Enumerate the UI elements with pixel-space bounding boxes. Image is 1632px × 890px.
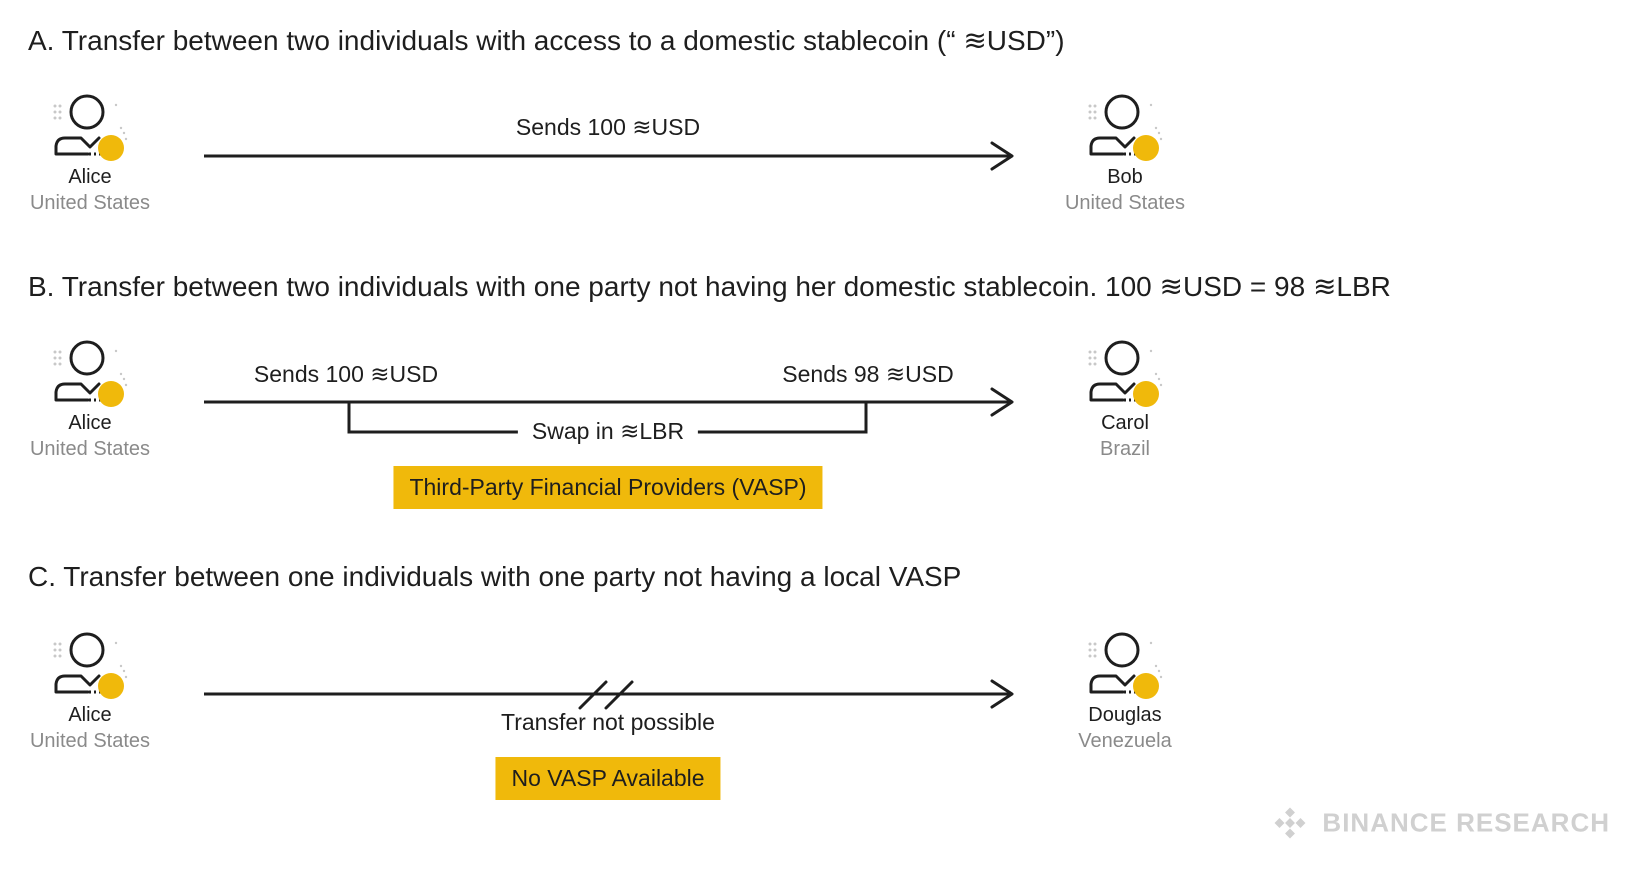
arrow-label: Sends 100 ≋USD (515, 114, 701, 140)
user-coin-icon (53, 94, 128, 161)
binance-logo-icon (1274, 807, 1306, 839)
sender-country: United States (29, 730, 151, 752)
user-coin-icon (1088, 340, 1163, 407)
sender-b: Alice United States (5, 338, 175, 462)
swap-label-text: Swap in ≋LBR (517, 418, 699, 444)
section-a-title: A. Transfer between two individuals with… (28, 25, 1065, 56)
sender-name: Alice (68, 412, 112, 434)
user-coin-icon (1088, 632, 1163, 699)
user-coin-icon (53, 340, 128, 407)
brand-text: BINANCE RESEARCH (1322, 807, 1610, 838)
user-coin-icon (1088, 94, 1163, 161)
sender-country: United States (29, 438, 151, 460)
sender-a: Alice United States (5, 92, 175, 216)
sender-name: Alice (68, 704, 112, 726)
receiver-a: Bob United States (1040, 92, 1210, 216)
swap-label: Swap in ≋LBR (517, 418, 699, 445)
no-vasp-tag: No VASP Available (495, 757, 721, 800)
user-coin-icon (53, 632, 128, 699)
receiver-country: Venezuela (1078, 730, 1172, 752)
vasp-tag: Third-Party Financial Providers (VASP) (393, 466, 823, 509)
receiver-name: Bob (1107, 166, 1143, 188)
right-arrow-label: Sends 98 ≋USD (782, 361, 954, 387)
break-mark (604, 680, 634, 710)
break-mark (578, 680, 608, 710)
receiver-country: Brazil (1099, 438, 1150, 460)
binance-research-logo: BINANCE RESEARCH (1274, 806, 1610, 839)
sender-c: Alice United States (5, 630, 175, 754)
section-c-title: C. Transfer between one individuals with… (28, 561, 962, 592)
receiver-c: Douglas Venezuela (1040, 630, 1210, 754)
section-b-title: B. Transfer between two individuals with… (28, 271, 1391, 302)
receiver-name: Douglas (1088, 704, 1162, 726)
left-arrow-label: Sends 100 ≋USD (253, 361, 439, 387)
sender-name: Alice (68, 166, 112, 188)
receiver-b: Carol Brazil (1040, 338, 1210, 462)
transfer-status-label: Transfer not possible (501, 709, 715, 735)
receiver-country: United States (1064, 192, 1186, 214)
sender-country: United States (29, 192, 151, 214)
receiver-name: Carol (1101, 412, 1149, 434)
